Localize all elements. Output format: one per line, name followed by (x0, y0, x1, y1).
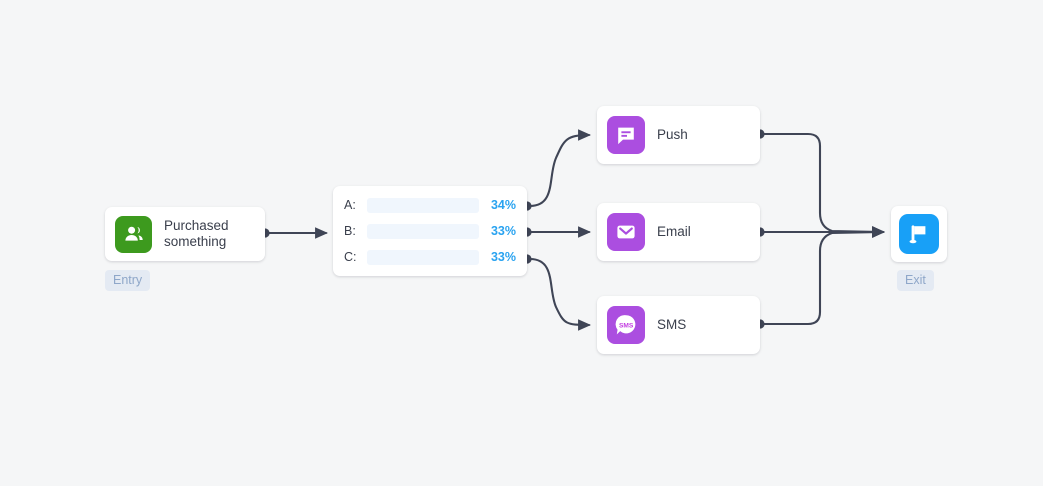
people-icon (115, 215, 152, 253)
split-key: B: (344, 224, 356, 238)
split-progress-track (367, 197, 479, 213)
flag-icon (899, 214, 939, 254)
node-sms-label: SMS (657, 317, 687, 332)
node-exit[interactable] (891, 206, 947, 262)
svg-text:SMS: SMS (619, 322, 634, 329)
split-row[interactable]: C: 33% (344, 244, 516, 270)
node-email[interactable]: Email (597, 203, 760, 261)
chat-bubble-icon (607, 116, 645, 154)
badge-entry: Entry (105, 270, 151, 291)
badge-exit: Exit (897, 270, 934, 291)
envelope-icon (607, 213, 645, 251)
node-email-label: Email (657, 224, 691, 239)
split-percent: 33% (490, 250, 516, 264)
node-entry-label: Purchased something (164, 218, 229, 249)
edge-sms-to-exit (761, 226, 886, 326)
node-entry[interactable]: Purchased something (105, 207, 265, 261)
split-row[interactable]: B: 33% (344, 218, 516, 244)
sms-bubble-icon: SMS (607, 306, 645, 344)
split-key: C: (344, 250, 357, 264)
edge-split-a-to-push (528, 129, 592, 208)
node-push-label: Push (657, 127, 688, 142)
split-key: A: (344, 198, 356, 212)
split-progress-track (367, 223, 479, 239)
node-sms[interactable]: SMS SMS (597, 296, 760, 354)
split-percent: 33% (490, 224, 516, 238)
node-split[interactable]: A: 34% B: 33% C: 33% (333, 186, 527, 276)
edge-split-c-to-sms (528, 257, 592, 331)
node-push[interactable]: Push (597, 106, 760, 164)
split-percent: 34% (490, 198, 516, 212)
edge-push-to-exit (761, 132, 886, 238)
split-progress-track (367, 249, 479, 265)
split-row[interactable]: A: 34% (344, 192, 516, 218)
